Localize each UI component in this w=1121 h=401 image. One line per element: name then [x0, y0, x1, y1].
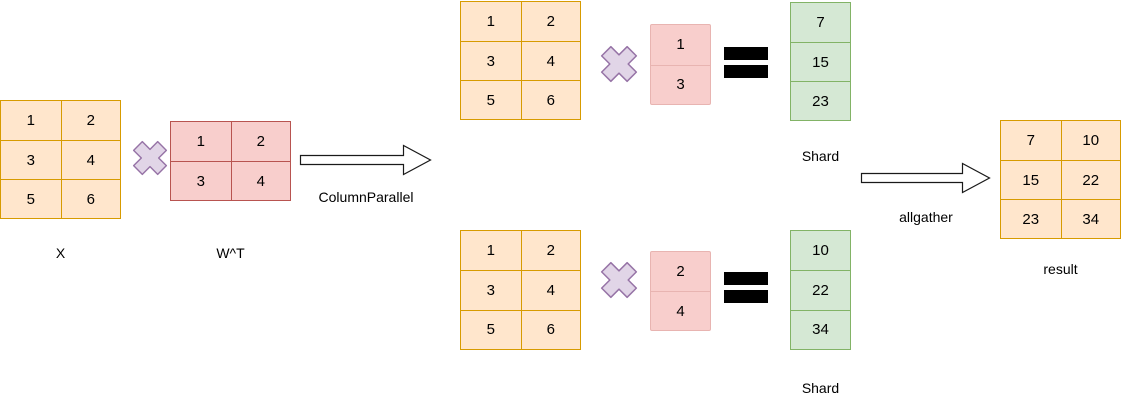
shard0-w-column: 1 3 — [650, 24, 711, 105]
matrix-cell: 7 — [1026, 132, 1035, 149]
matrix-cell: 2 — [60, 101, 121, 140]
shard0-x-matrix: 1 2 3 4 5 6 — [460, 1, 581, 120]
matrix-cell: 7 — [816, 14, 825, 31]
shard1-output-column: 10 22 34 — [790, 230, 851, 350]
matrix-cell: 10 — [1060, 121, 1121, 160]
matrix-cell: 2 — [676, 263, 685, 280]
result-matrix-label: result — [1043, 261, 1078, 277]
matrix-cell: 23 — [791, 81, 850, 120]
matrix-cell: 1 — [486, 242, 495, 260]
matrix-cell: 1 — [26, 112, 35, 129]
matrix-cell: 15 — [1001, 160, 1061, 199]
shard-label: Shard — [801, 148, 840, 164]
matrix-cell: 3 — [651, 64, 710, 105]
column-parallel-label: ColumnParallel — [318, 189, 414, 205]
matrix-cell: 6 — [520, 80, 580, 119]
multiply-icon — [600, 261, 638, 299]
arrow-right-icon — [299, 144, 432, 176]
shard1-x-matrix: 1 2 3 4 5 6 — [460, 230, 581, 350]
x-matrix: 1 2 3 4 5 6 — [0, 100, 121, 219]
matrix-cell: 1 — [486, 13, 495, 30]
multiply-icon — [600, 45, 638, 83]
matrix-cell: 3 — [461, 41, 521, 80]
matrix-cell: 5 — [461, 80, 521, 119]
allgather-label: allgather — [899, 209, 953, 225]
equals-icon — [724, 47, 768, 78]
matrix-cell: 2 — [520, 2, 581, 41]
matrix-cell: 3 — [1, 140, 61, 179]
wt-matrix: 1 2 3 4 — [170, 121, 291, 201]
matrix-cell: 15 — [791, 42, 850, 81]
shard-label: Shard — [801, 380, 840, 396]
wt-matrix-label: W^T — [216, 245, 245, 261]
multiply-icon — [132, 140, 168, 176]
result-matrix: 7 10 15 22 23 34 — [1000, 120, 1121, 239]
matrix-cell: 6 — [60, 179, 120, 218]
matrix-cell: 22 — [791, 270, 850, 309]
matrix-cell: 6 — [520, 309, 580, 349]
matrix-cell: 4 — [520, 270, 580, 310]
equals-icon — [724, 272, 768, 303]
matrix-cell: 23 — [1001, 199, 1061, 238]
shard1-w-column: 2 4 — [650, 251, 711, 331]
matrix-cell: 10 — [812, 242, 829, 260]
matrix-cell: 4 — [230, 161, 290, 200]
matrix-cell: 3 — [461, 270, 521, 309]
matrix-cell: 4 — [520, 41, 580, 80]
matrix-cell: 34 — [1060, 199, 1120, 238]
matrix-cell: 5 — [1, 179, 61, 218]
arrow-right-icon — [860, 162, 991, 194]
matrix-cell: 22 — [1060, 160, 1120, 199]
matrix-cell: 2 — [230, 122, 291, 161]
matrix-cell: 1 — [676, 36, 685, 54]
x-matrix-label: X — [55, 245, 66, 261]
matrix-cell: 4 — [651, 291, 710, 330]
shard0-output-column: 7 15 23 — [790, 2, 851, 121]
matrix-cell: 3 — [171, 161, 231, 200]
matrix-cell: 2 — [520, 231, 581, 271]
matrix-cell: 4 — [60, 140, 120, 179]
matrix-cell: 1 — [196, 133, 205, 150]
matrix-cell: 34 — [791, 309, 850, 349]
matrix-cell: 5 — [461, 309, 521, 349]
